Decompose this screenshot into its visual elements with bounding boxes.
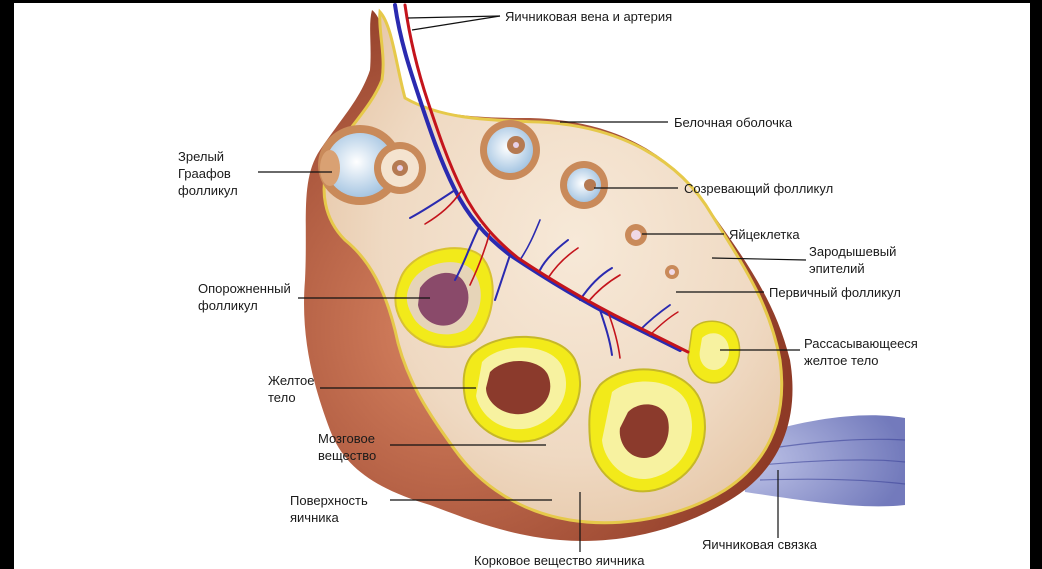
label-regressing-line1: Рассасывающееся	[804, 335, 918, 352]
label-mature-follicle-line1: Зрелый	[178, 148, 238, 165]
primary-follicle-dot	[665, 265, 679, 279]
label-medulla: Мозговое вещество	[318, 430, 376, 464]
maturing-follicle-2	[480, 120, 540, 180]
label-corpus-luteum-line2: тело	[268, 389, 315, 406]
label-empty-follicle: Опорожненный фолликул	[198, 280, 291, 314]
label-cortex: Корковое вещество яичника	[474, 552, 644, 569]
label-regressing-corpus-luteum: Рассасывающееся желтое тело	[804, 335, 918, 369]
label-regressing-line2: желтое тело	[804, 352, 918, 369]
label-corpus-luteum: Желтое тело	[268, 372, 315, 406]
label-medulla-line1: Мозговое	[318, 430, 376, 447]
label-germinal-epithelium-line2: эпителий	[809, 260, 896, 277]
label-ovary-surface: Поверхность яичника	[290, 492, 368, 526]
maturing-follicle-3	[560, 161, 608, 209]
label-mature-follicle-line3: фолликул	[178, 182, 238, 199]
maturing-follicle-1	[374, 142, 426, 194]
label-empty-follicle-line2: фолликул	[198, 297, 291, 314]
label-ovary-surface-line1: Поверхность	[290, 492, 368, 509]
label-primary-follicle: Первичный фолликул	[769, 284, 901, 301]
label-maturing-follicle: Созревающий фолликул	[684, 180, 833, 197]
label-medulla-line2: вещество	[318, 447, 376, 464]
corpus-luteum	[464, 337, 580, 442]
oocyte-follicle	[625, 224, 647, 246]
label-mature-follicle-line2: Граафов	[178, 165, 238, 182]
label-ovary-surface-line2: яичника	[290, 509, 368, 526]
label-tunica-albuginea: Белочная оболочка	[674, 114, 792, 131]
regressing-corpus-luteum	[688, 321, 740, 383]
label-mature-follicle: Зрелый Граафов фолликул	[178, 148, 238, 199]
label-oocyte: Яйцеклетка	[729, 226, 800, 243]
label-empty-follicle-line1: Опорожненный	[198, 280, 291, 297]
label-ovarian-ligament: Яичниковая связка	[702, 536, 817, 553]
label-corpus-luteum-line1: Желтое	[268, 372, 315, 389]
label-ovarian-vein-artery: Яичниковая вена и артерия	[505, 8, 672, 25]
label-germinal-epithelium: Зародышевый эпителий	[809, 243, 896, 277]
label-germinal-epithelium-line1: Зародышевый	[809, 243, 896, 260]
